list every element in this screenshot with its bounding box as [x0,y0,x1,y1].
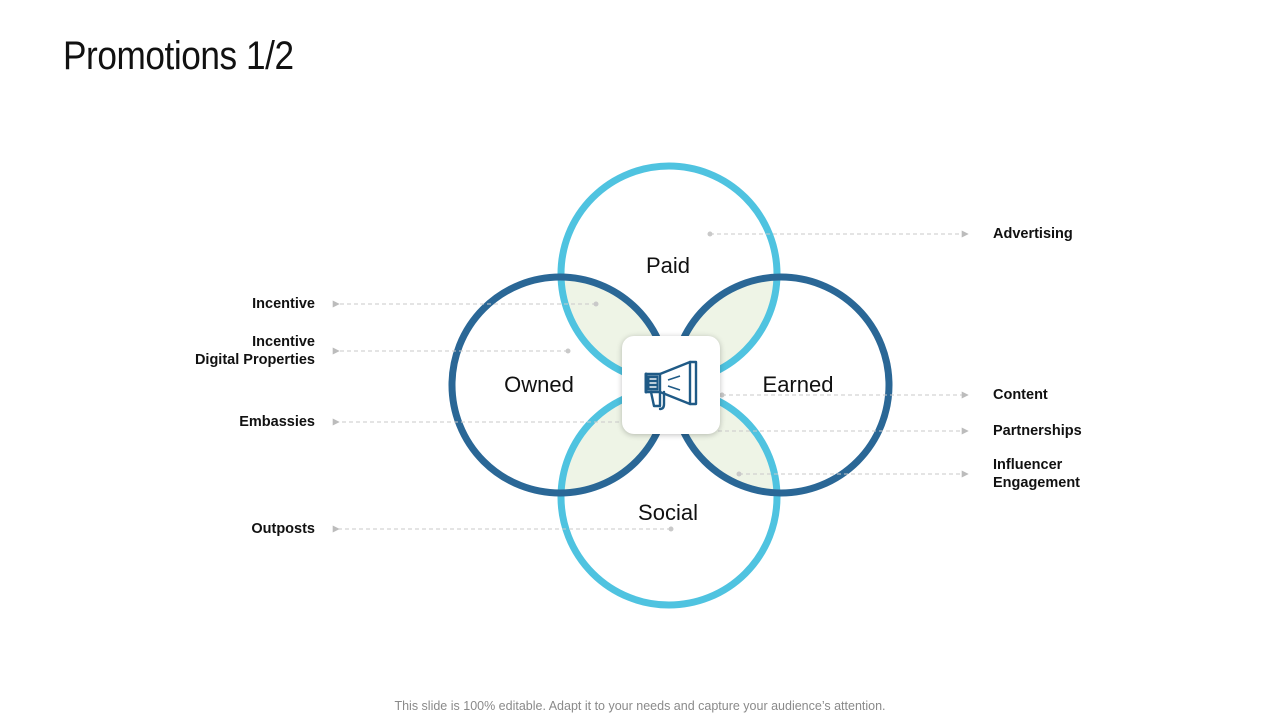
incentive-digital-line2: Digital Properties [194,352,315,368]
embassies-text: Embassies [239,414,315,430]
label-incentive-digital-properties: Incentive Digital Properties [195,333,315,369]
label-outposts: Outposts [251,520,315,538]
incentive-digital-line1: Incentive [252,334,315,350]
paid-label: Paid [645,253,691,278]
overlap-paid-earned [673,277,777,382]
overlap-social-owned [561,389,668,493]
dot-influencer [736,471,742,477]
influencer-line1: Influencer [993,457,1063,473]
content-text: Content [993,387,1048,403]
advertising-text: Advertising [993,226,1073,242]
label-embassies: Embassies [239,413,315,431]
outposts-text: Outposts [251,521,315,537]
megaphone-icon [644,360,698,411]
label-advertising: Advertising [993,225,1073,243]
partnerships-text: Partnerships [993,423,1082,439]
owned-label: Owned [504,372,574,397]
label-influencer-engagement: Influencer Engagement [993,456,1080,492]
social-label: Social [638,500,698,525]
incentive-text: Incentive [252,296,315,312]
dot-incentive [593,301,599,307]
earned-label: Earned [762,372,834,397]
overlap-fills [561,277,777,493]
slide-title: Promotions 1/2 [63,34,294,78]
dot-content [719,392,725,398]
dot-advertising [707,231,713,237]
label-content: Content [993,386,1048,404]
label-incentive: Incentive [252,295,315,313]
overlap-social-earned [673,389,777,493]
label-partnerships: Partnerships [993,422,1082,440]
influencer-line2: Engagement [993,475,1081,491]
dot-outposts [668,526,674,532]
center-icon-box [622,336,720,434]
slide-footer: This slide is 100% editable. Adapt it to… [394,699,886,713]
dot-incentive-digital [565,348,571,354]
overlap-paid-owned [561,277,668,382]
